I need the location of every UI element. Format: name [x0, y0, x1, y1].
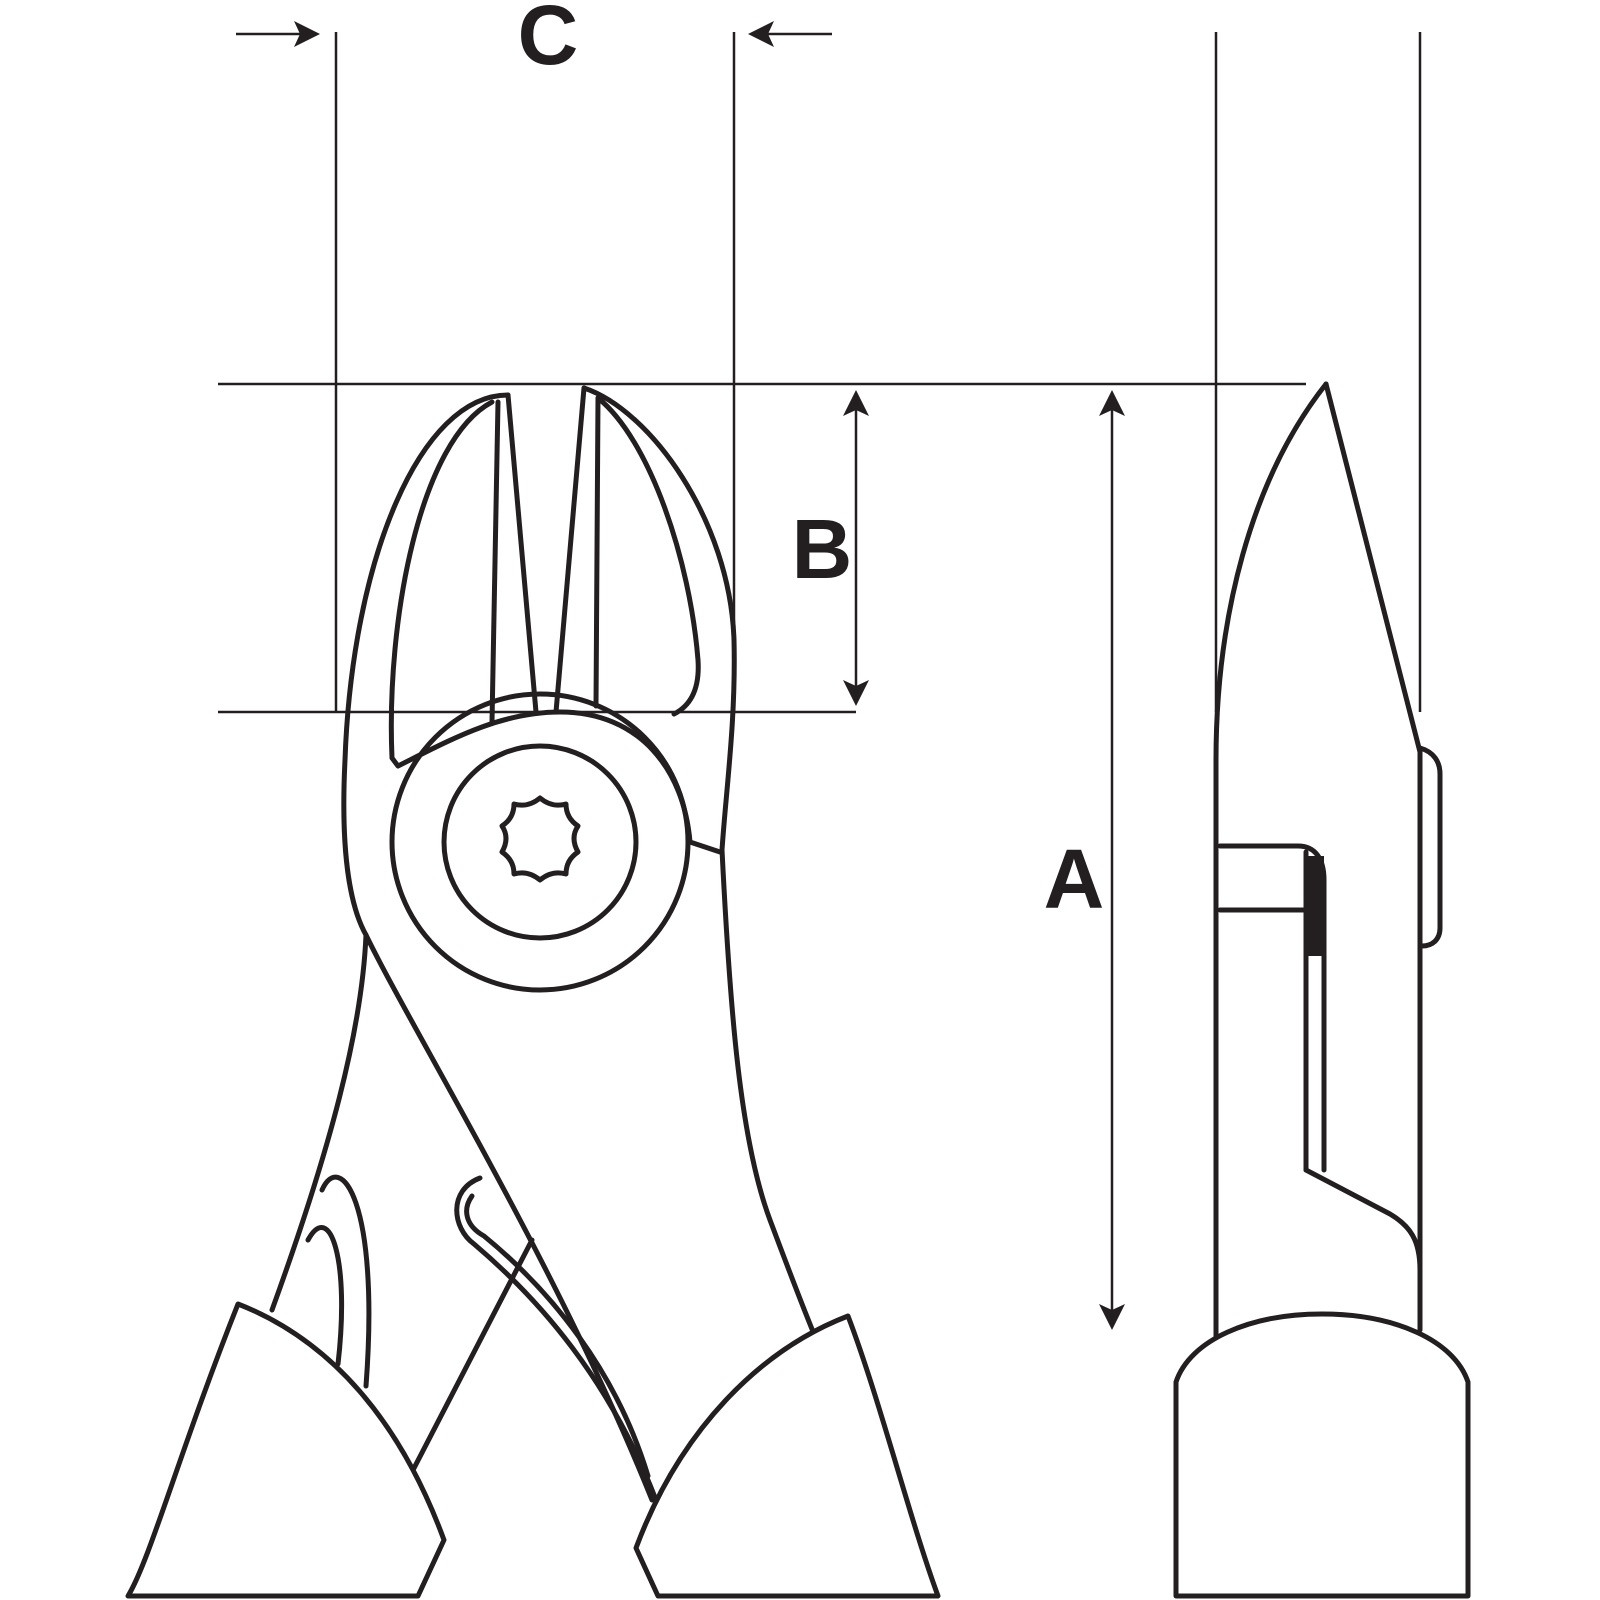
- dimension-c-arrow-left: [236, 21, 320, 47]
- pliers-right-blade: [595, 395, 701, 717]
- dimension-lines: [218, 21, 1422, 1330]
- pliers-pivot-washer: [441, 743, 639, 941]
- pliers-inner-handle-line: [409, 1237, 535, 1475]
- dimension-c-arrow-right: [748, 21, 832, 47]
- dimension-b-label: B: [792, 502, 853, 596]
- pliers-right-blade-edge-inner: [553, 385, 587, 715]
- pliers-left-blade-edge-outer: [489, 399, 501, 725]
- side-view-jaw-edge: [1323, 381, 1423, 1333]
- torx-screw-icon: [499, 795, 581, 883]
- pliers-head-outline: [341, 392, 655, 1503]
- pliers-right-grip: [633, 1313, 941, 1599]
- dimension-a-arrow: [1099, 390, 1125, 1330]
- pliers-left-handle: [269, 932, 369, 1313]
- diagonal-cutting-pliers-front-icon: [125, 385, 941, 1599]
- diagonal-cutting-pliers-side-icon: [1173, 381, 1471, 1599]
- pliers-head-outline-right: [581, 385, 817, 1337]
- dimension-b-arrow: [843, 390, 869, 706]
- pliers-pivot-outer-ring: [389, 691, 691, 993]
- pliers-spring-loop-outer: [319, 1174, 372, 1389]
- side-view-boss: [1417, 745, 1443, 949]
- pliers-left-grip: [125, 1301, 447, 1599]
- dimension-a-label: A: [1044, 832, 1105, 926]
- pliers-spring-loop-inner: [305, 1225, 345, 1367]
- side-view-lower-taper: [1303, 1167, 1423, 1273]
- side-view-jaw-outline: [1213, 381, 1329, 1339]
- pliers-left-blade-edge-inner: [505, 392, 539, 715]
- pliers-right-blade-edge-outer: [593, 395, 601, 709]
- dimension-c-label: C: [518, 0, 579, 82]
- pliers-spring-hook: [454, 1175, 659, 1503]
- pliers-spring-hook-inner: [464, 1193, 651, 1479]
- side-view-grip: [1173, 1311, 1471, 1599]
- side-view-plate-shadow: [1306, 856, 1324, 956]
